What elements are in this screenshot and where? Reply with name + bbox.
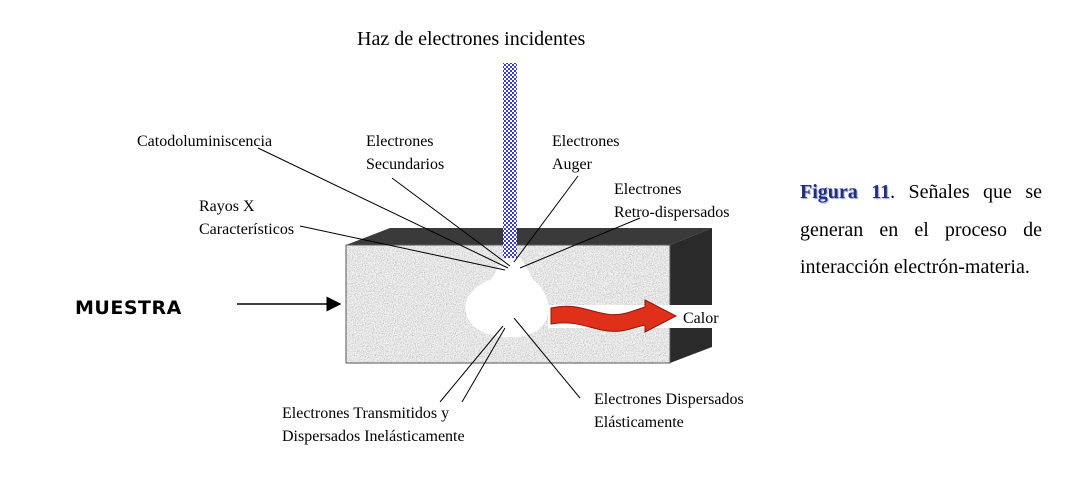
interaction-volume [465, 253, 549, 338]
label-elasticos-line1: Electrones Dispersados [594, 391, 744, 408]
label-retro-line2: Retro-dispersados [614, 204, 730, 221]
label-retro: Electrones Retro-dispersados [614, 178, 730, 224]
sample-top-face [346, 228, 712, 245]
caption-text: . Señales que se generan en el proceso d… [800, 181, 1042, 278]
leader-lines [257, 147, 641, 403]
incident-beam-title: Haz de electrones incidentes [357, 28, 586, 50]
label-transmitidos: Electrones Transmitidos y Dispersados In… [282, 402, 465, 448]
label-secundarios-line1: Electrones [366, 133, 434, 150]
label-rayos-x-line1: Rayos X [199, 198, 255, 215]
label-transmitidos-line1: Electrones Transmitidos y [282, 405, 450, 422]
sample-side-face [670, 228, 712, 363]
figure-caption: Figura 11. Señales que se generan en el … [800, 174, 1042, 287]
label-elasticos: Electrones Dispersados Elásticamente [594, 388, 744, 434]
label-transmitidos-line2: Dispersados Inelásticamente [282, 428, 465, 445]
label-secundarios: Electrones Secundarios [366, 130, 444, 176]
label-retro-line1: Electrones [614, 181, 682, 198]
label-auger-line2: Auger [552, 156, 592, 173]
sample-label: MUESTRA [75, 297, 182, 319]
figure-number: Figura 11 [800, 181, 891, 203]
label-calor: Calor [683, 310, 719, 327]
label-catodoluminiscencia: Catodoluminiscencia [137, 133, 273, 150]
label-rayos-x: Rayos X Característicos [199, 195, 294, 241]
label-auger-line1: Electrones [552, 133, 620, 150]
label-auger: Electrones Auger [552, 130, 620, 176]
label-rayos-x-line2: Característicos [199, 221, 295, 238]
heat-arrow [550, 299, 678, 333]
label-secundarios-line2: Secundarios [366, 156, 445, 173]
electron-beam [503, 63, 517, 258]
label-elasticos-line2: Elásticamente [594, 414, 684, 431]
